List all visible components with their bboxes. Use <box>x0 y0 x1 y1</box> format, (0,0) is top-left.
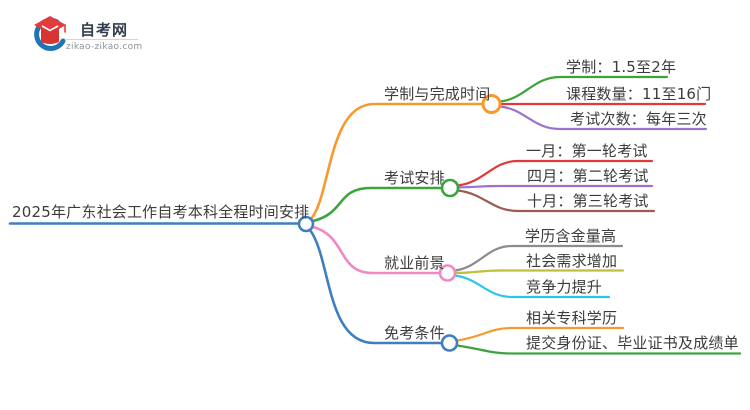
leaf-documents-label[interactable]: 提交身份证、毕业证书及成绩单 <box>526 334 739 352</box>
logo-site-domain: zikao-zikao.com <box>66 42 143 52</box>
logo-site-name: 自考网 <box>80 21 129 39</box>
site-logo[interactable]: 自考网 zikao-zikao.com <box>0 0 180 60</box>
leaf-exam-frequency-label[interactable]: 考试次数：每年三次 <box>570 110 707 128</box>
leaf-competitiveness-label[interactable]: 竞争力提升 <box>526 278 603 296</box>
branch-schedule-label[interactable]: 学制与完成时间 <box>384 85 491 103</box>
connector-leaf-duration <box>498 75 669 103</box>
leaf-duration-label[interactable]: 学制：1.5至2年 <box>566 58 677 76</box>
connector-branch-career <box>311 225 442 275</box>
branch-career-label[interactable]: 就业前景 <box>384 254 445 272</box>
logo-divider <box>66 39 138 40</box>
connector-leaf-competitiveness <box>453 274 611 299</box>
connector-leaf-exam-frequency <box>498 105 708 131</box>
connector-leaf-social-demand <box>453 269 625 275</box>
leaf-course-count-label[interactable]: 课程数量：11至16门 <box>566 85 712 103</box>
branch-exemption-label[interactable]: 免考条件 <box>384 324 445 342</box>
connector-leaf-degree-value <box>453 244 624 272</box>
branch-schedule-anchor[interactable] <box>481 94 502 114</box>
leaf-april-label[interactable]: 四月：第二轮考试 <box>527 167 649 185</box>
branch-exam-plan-label[interactable]: 考试安排 <box>384 169 445 187</box>
connector-branch-exemption <box>308 228 444 345</box>
connector-branch-schedule <box>309 102 485 221</box>
branch-exam-plan-anchor[interactable] <box>440 178 460 198</box>
leaf-october-label[interactable]: 十月：第三轮考试 <box>527 192 649 210</box>
connector-leaf-documents <box>455 344 742 355</box>
root-topic-label[interactable]: 2025年广东社会工作自考本科全程时间安排 <box>12 203 310 221</box>
leaf-college-degree-label[interactable]: 相关专科学历 <box>526 309 618 327</box>
root-node-anchor[interactable] <box>297 215 315 233</box>
connector-leaf-april <box>456 184 654 189</box>
graduation-cap-icon <box>34 16 66 51</box>
leaf-january-label[interactable]: 一月：第一轮考试 <box>526 142 648 160</box>
connector-leaf-college-degree <box>455 326 625 342</box>
connector-leaf-january <box>456 159 654 187</box>
leaf-social-demand-label[interactable]: 社会需求增加 <box>526 252 618 270</box>
connector-branch-exam-plan <box>311 186 444 223</box>
branch-exemption-anchor[interactable] <box>440 334 459 352</box>
branch-career-anchor[interactable] <box>438 264 457 282</box>
connector-leaf-october <box>456 189 656 213</box>
leaf-degree-value-label[interactable]: 学历含金量高 <box>525 227 617 245</box>
